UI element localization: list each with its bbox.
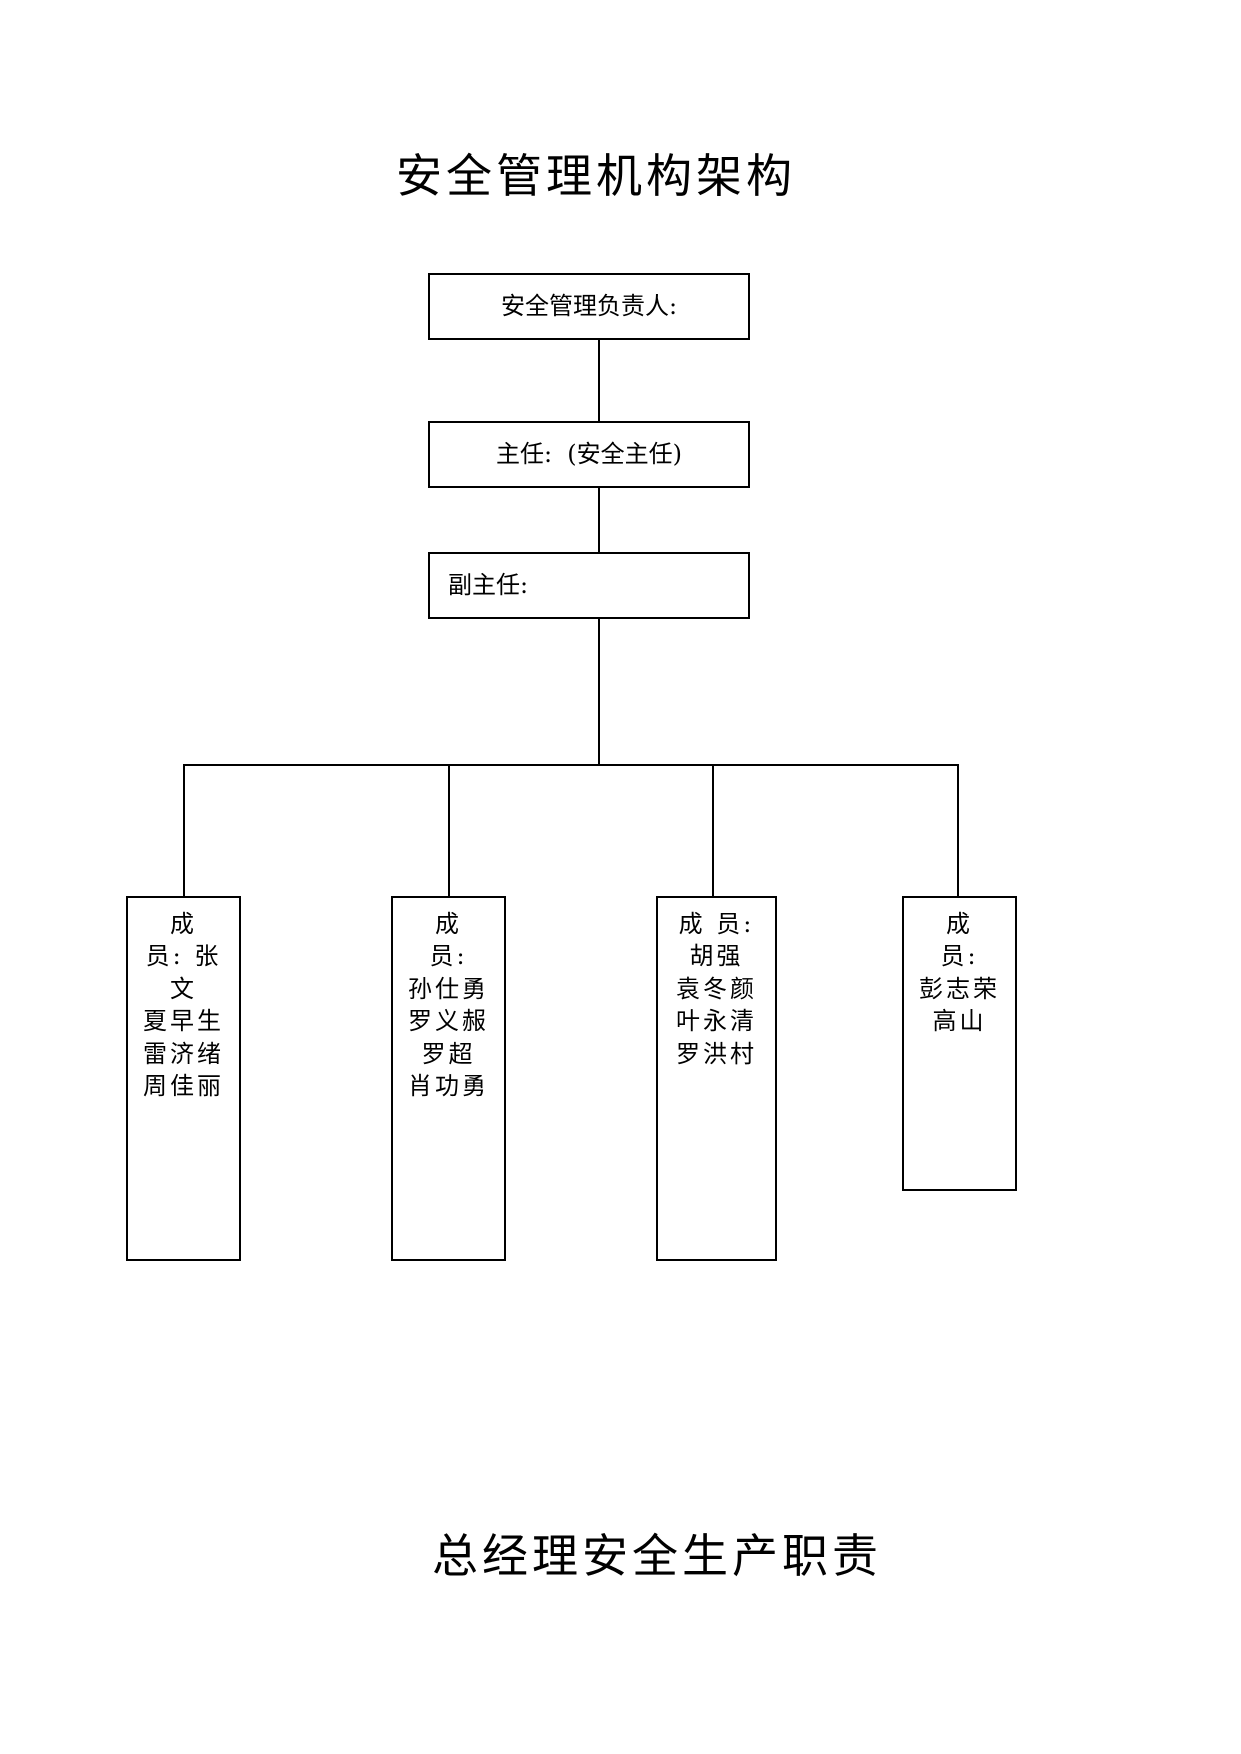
member-line: 高山 — [932, 1007, 987, 1036]
member-line: 员: 张 — [145, 942, 222, 971]
deputy-director-label: 副主任: — [448, 571, 529, 600]
connector-members-2 — [448, 764, 450, 896]
connector-horizontal-bus — [183, 764, 958, 766]
member-line: 员: — [940, 942, 979, 971]
member-line: 肖功勇 — [408, 1071, 489, 1100]
connector-members-4 — [957, 764, 959, 896]
member-line: 叶永清 — [676, 1007, 757, 1036]
member-group-3: 成 员: 胡强 袁冬颜 叶永清 罗洪村 — [656, 896, 777, 1261]
safety-head-label: 安全管理负责人: — [500, 292, 678, 321]
chart-title: 安全管理机构架构 — [396, 149, 796, 203]
member-group-4: 成 员: 彭志荣 高山 — [902, 896, 1017, 1191]
member-line: 孙仕勇 — [408, 974, 489, 1003]
connector-members-3 — [712, 764, 714, 896]
member-line: 罗超 — [421, 1039, 476, 1068]
member-line: 成 — [435, 910, 462, 938]
member-line: 夏早生 — [143, 1007, 224, 1036]
member-line: 罗义赧 — [408, 1007, 489, 1036]
member-line: 成 — [170, 910, 197, 938]
member-line: 员: — [429, 942, 468, 971]
deputy-director-box: 副主任: — [428, 552, 750, 619]
connector-deputy-bus — [598, 619, 600, 765]
member-line: 周佳丽 — [143, 1071, 224, 1100]
section-heading: 总经理安全生产职责 — [432, 1529, 882, 1583]
safety-head-box: 安全管理负责人: — [428, 273, 750, 340]
connector-members-1 — [183, 764, 185, 896]
member-line: 罗洪村 — [676, 1039, 757, 1068]
member-line: 雷济绪 — [143, 1039, 224, 1068]
director-box: 主任: (安全主任) — [428, 421, 750, 488]
member-line: 成 — [946, 910, 973, 938]
member-group-2: 成 员: 孙仕勇 罗义赧 罗超 肖功勇 — [391, 896, 506, 1261]
member-line: 彭志荣 — [919, 974, 1000, 1003]
member-line: 袁冬颜 — [676, 974, 757, 1003]
member-line: 文 — [170, 974, 197, 1003]
member-line: 胡强 — [689, 942, 744, 971]
member-line: 成 员: — [678, 910, 755, 938]
connector-head-director — [598, 340, 600, 421]
connector-director-deputy — [598, 488, 600, 552]
member-group-1: 成 员: 张 文 夏早生 雷济绪 周佳丽 — [126, 896, 241, 1261]
director-label: 主任: (安全主任) — [495, 440, 683, 469]
